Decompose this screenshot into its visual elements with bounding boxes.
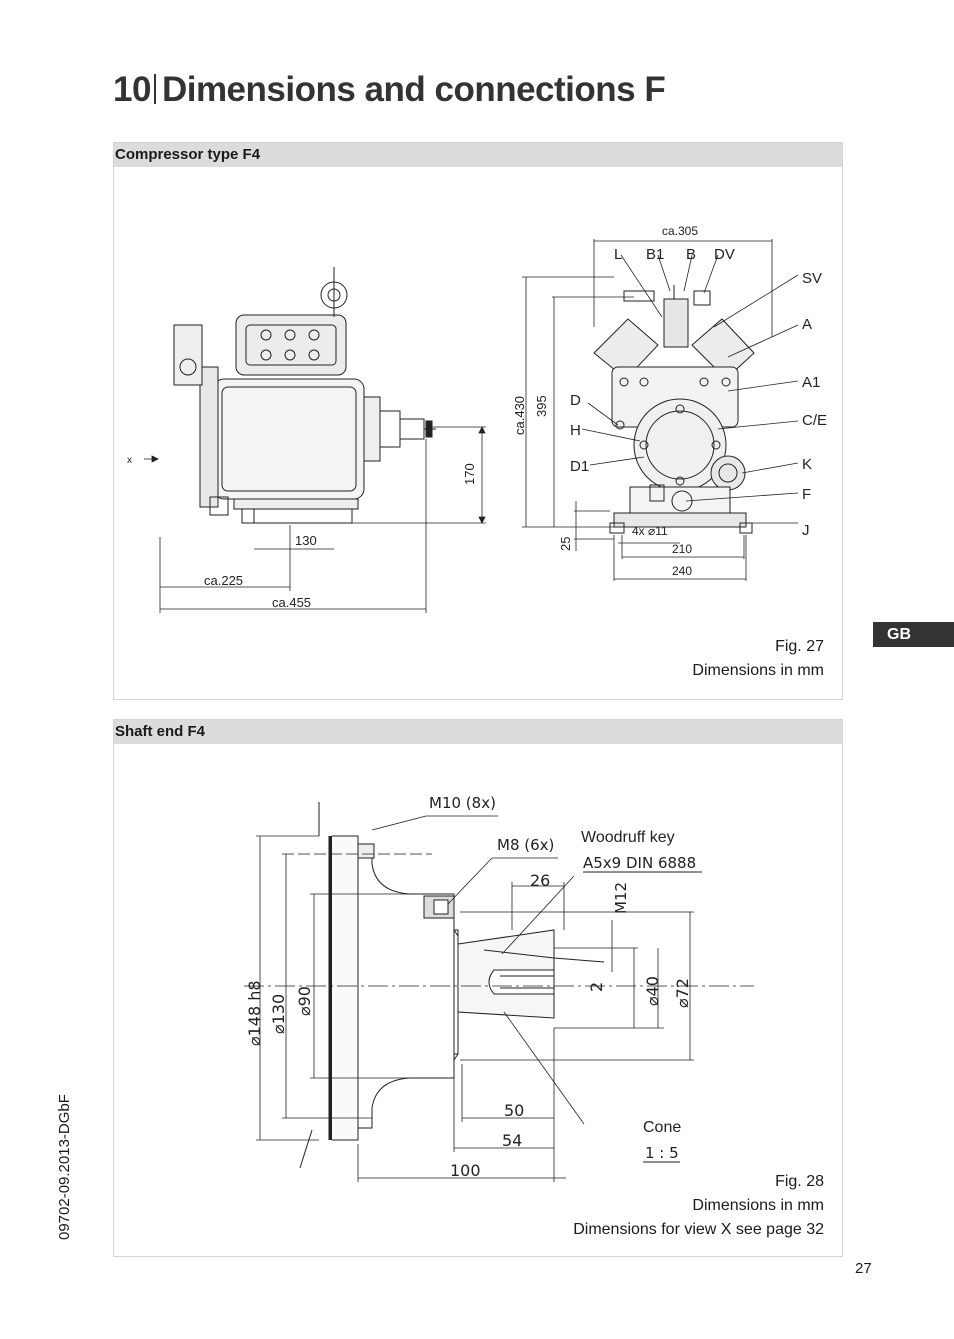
label-m10: M10 (8x) — [429, 794, 496, 812]
shaft-panel: Shaft end F4 — [113, 719, 843, 1257]
dim-210: 210 — [672, 542, 692, 556]
dim-100: 100 — [450, 1161, 481, 1180]
dim-54: 54 — [502, 1131, 522, 1150]
label-DV: DV — [714, 246, 735, 263]
dim-ca455: ca.455 — [272, 595, 311, 610]
side-view-dimensions — [144, 426, 486, 613]
fig27-caption: Fig. 27 Dimensions in mm — [692, 635, 824, 683]
label-m8: M8 (6x) — [497, 836, 554, 854]
label-F: F — [802, 486, 811, 503]
dim-d40: ⌀40 — [643, 976, 662, 1006]
view-x-label: x — [127, 455, 132, 466]
dim-d90: ⌀90 — [295, 986, 314, 1016]
page-title: 10 Dimensions and connections F — [113, 70, 666, 110]
label-SV: SV — [802, 270, 822, 287]
shaft-dimensions — [244, 815, 754, 1182]
front-view-dimensions — [522, 239, 799, 581]
compressor-front-view — [593, 285, 755, 534]
dim-170: 170 — [462, 463, 477, 485]
dim-d148: ⌀148 h8 — [245, 980, 264, 1046]
fig27-number: Fig. 27 — [775, 638, 824, 655]
label-D1: D1 — [570, 458, 589, 475]
dim-m12: M12 — [612, 882, 630, 914]
compressor-panel: Compressor type F4 — [113, 142, 843, 700]
label-cone-ratio: 1 : 5 — [645, 1144, 679, 1162]
dim-130: 130 — [295, 533, 317, 548]
label-K: K — [802, 456, 812, 473]
title-divider — [153, 74, 156, 104]
language-tab: GB — [873, 622, 954, 647]
label-B1: B1 — [646, 246, 664, 263]
dim-ca430: ca.430 — [512, 396, 527, 435]
dim-240: 240 — [672, 564, 692, 578]
dim-50: 50 — [504, 1101, 524, 1120]
chapter-number: 10 — [113, 70, 151, 109]
dim-ca305: ca.305 — [662, 224, 698, 238]
label-H: H — [570, 422, 581, 439]
dim-d130: ⌀130 — [269, 994, 288, 1034]
fig28-caption: Fig. 28 Dimensions in mm Dimensions for … — [573, 1170, 824, 1242]
label-B: B — [686, 246, 696, 263]
fig28-units: Dimensions in mm — [692, 1197, 824, 1214]
dim-26: 26 — [530, 871, 550, 890]
label-woodruff-spec: A5x9 DIN 6888 — [583, 854, 696, 872]
shaft-profile — [299, 802, 605, 1169]
compressor-drawing: x 130 ca.225 ca.455 170 ca.430 395 25 ca… — [127, 224, 827, 613]
fig27-units: Dimensions in mm — [692, 662, 824, 679]
label-J: J — [802, 522, 810, 539]
page-number: 27 — [855, 1260, 872, 1277]
dim-395: 395 — [534, 395, 549, 417]
compressor-side-view — [173, 267, 436, 524]
label-woodruff: Woodruff key — [581, 829, 675, 846]
shaft-heading: Shaft end F4 — [114, 720, 842, 744]
label-cone: Cone — [643, 1119, 681, 1136]
label-L: L — [614, 246, 622, 263]
dim-2: 2 — [587, 982, 606, 992]
fig28-note: Dimensions for view X see page 32 — [573, 1221, 824, 1238]
dim-holes: 4x ⌀11 — [632, 524, 668, 538]
dim-d72: ⌀72 — [673, 978, 692, 1008]
dim-25: 25 — [558, 537, 573, 551]
compressor-heading: Compressor type F4 — [114, 143, 842, 167]
dim-ca225: ca.225 — [204, 573, 243, 588]
chapter-title: Dimensions and connections F — [161, 70, 666, 109]
label-A: A — [802, 316, 812, 333]
shaft-drawing: M10 (8x) M8 (6x) Woodruff key A5x9 DIN 6… — [244, 794, 754, 1182]
label-CE: C/E — [802, 412, 827, 429]
document-id: 09702-09.2013-DGbF — [56, 1094, 73, 1240]
label-D: D — [570, 392, 581, 409]
fig28-number: Fig. 28 — [775, 1173, 824, 1190]
label-A1: A1 — [802, 374, 820, 391]
